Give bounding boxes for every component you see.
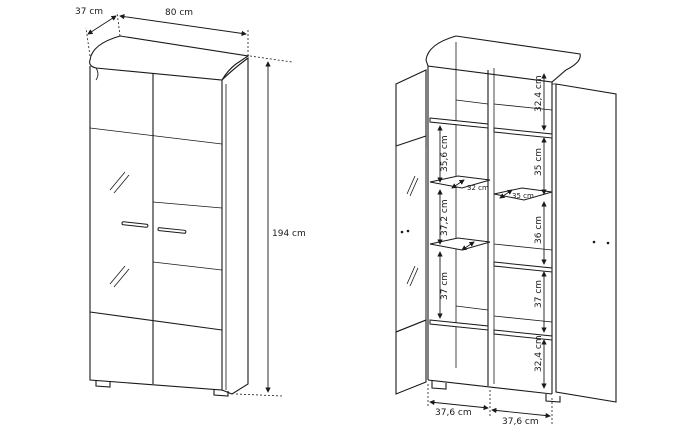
left-shelf-bottom <box>429 319 489 331</box>
right-height-3: 36 cm <box>534 216 544 244</box>
foot-right <box>213 389 229 397</box>
right-height-4: 37 cm <box>534 280 544 308</box>
panel-line-1 <box>89 127 223 145</box>
left-depth-line <box>451 179 465 189</box>
depth-ext-1 <box>85 27 91 57</box>
height-ext-top <box>249 55 293 63</box>
foot-left <box>95 381 111 388</box>
width-dim-line <box>119 13 247 37</box>
cabinet-side <box>221 56 249 395</box>
panel-line-3 <box>152 261 223 271</box>
right-shelf-2 <box>493 261 553 273</box>
right-door-knob-2 <box>606 241 610 245</box>
depth-dim-line <box>87 15 117 35</box>
left-shelf-depth: 32 cm <box>467 184 489 192</box>
left-door-top <box>395 69 427 147</box>
right-height-2: 35 cm <box>534 148 544 176</box>
depth-ext-2 <box>116 11 121 37</box>
right-door-knob-1 <box>592 240 596 244</box>
left-door-bottom <box>395 319 427 395</box>
right-shelf-depth: 35 cm <box>512 192 534 200</box>
left-shelf-1 <box>429 117 489 129</box>
open-foot-right <box>545 394 561 403</box>
panel-line-2 <box>152 201 223 209</box>
left-door-glass-marks <box>406 175 419 287</box>
right-depth-line <box>499 189 513 199</box>
width-left: 37,6 cm <box>435 408 472 418</box>
right-shelf-1 <box>493 127 553 139</box>
right-height-5: 32,4 cm <box>534 335 544 372</box>
left-door-knob-2 <box>406 229 410 233</box>
handle-right <box>157 227 187 234</box>
handle-left <box>121 221 149 228</box>
top-curve <box>95 67 99 81</box>
right-shelf-3 <box>493 329 553 341</box>
open-cabinet: 35,6 cm 37,2 cm 37 cm 32 cm 32,4 cm 35 c… <box>395 35 617 427</box>
left-height-3: 37 cm <box>440 272 450 300</box>
left-height-1: 35,6 cm <box>440 135 450 172</box>
glass-reflection-marks <box>109 171 130 288</box>
height-label: 194 cm <box>272 229 306 239</box>
left-glass-shelf-2 <box>429 237 491 251</box>
closed-cabinet: 37 cm 80 cm 194 cm <box>75 7 306 397</box>
height-ext-bottom <box>235 393 283 397</box>
panel-line-4 <box>89 311 223 331</box>
right-height-1: 32,4 cm <box>534 75 544 112</box>
cabinet-front <box>89 66 223 391</box>
width-label: 80 cm <box>165 8 193 18</box>
depth-label: 37 cm <box>75 7 103 17</box>
left-door-knob-1 <box>400 230 404 234</box>
open-foot-left <box>431 381 447 390</box>
left-height-2: 37,2 cm <box>440 199 450 236</box>
body-bottom <box>427 379 553 395</box>
width-right-line <box>491 407 551 419</box>
width-right: 37,6 cm <box>502 417 539 427</box>
left-depth-line-2 <box>461 241 475 251</box>
open-top <box>425 35 581 83</box>
left-back-line-2 <box>455 305 489 311</box>
left-door-glass <box>395 135 427 333</box>
cabinet-top <box>89 35 250 81</box>
right-door <box>555 83 617 403</box>
right-back-line-3 <box>493 315 553 323</box>
left-back-line-1 <box>455 99 489 105</box>
width-left-line <box>429 399 489 411</box>
